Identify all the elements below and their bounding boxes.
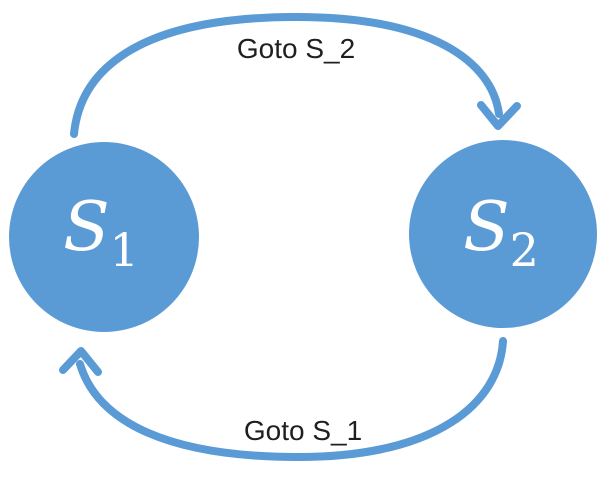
state-s1-symbol: S <box>63 188 110 267</box>
state-s2-symbol: S <box>463 188 510 267</box>
transition-label-goto-s2: Goto S_2 <box>237 33 355 64</box>
state-s2-subscript: 2 <box>510 223 539 277</box>
state-label-s2: S2 <box>463 188 539 277</box>
arrowhead-down-icon <box>477 101 521 130</box>
transition-arrow-s2-to-s1 <box>76 337 507 461</box>
state-label-s1: S1 <box>63 188 139 277</box>
state-node-s2 <box>409 140 597 328</box>
state-node-s1 <box>9 142 199 332</box>
transition-label-goto-s1: Goto S_1 <box>244 415 362 446</box>
transition-arrow-s1-to-s2 <box>70 12 503 138</box>
state-s1-subscript: 1 <box>110 223 139 277</box>
arrowhead-up-icon <box>59 347 102 376</box>
